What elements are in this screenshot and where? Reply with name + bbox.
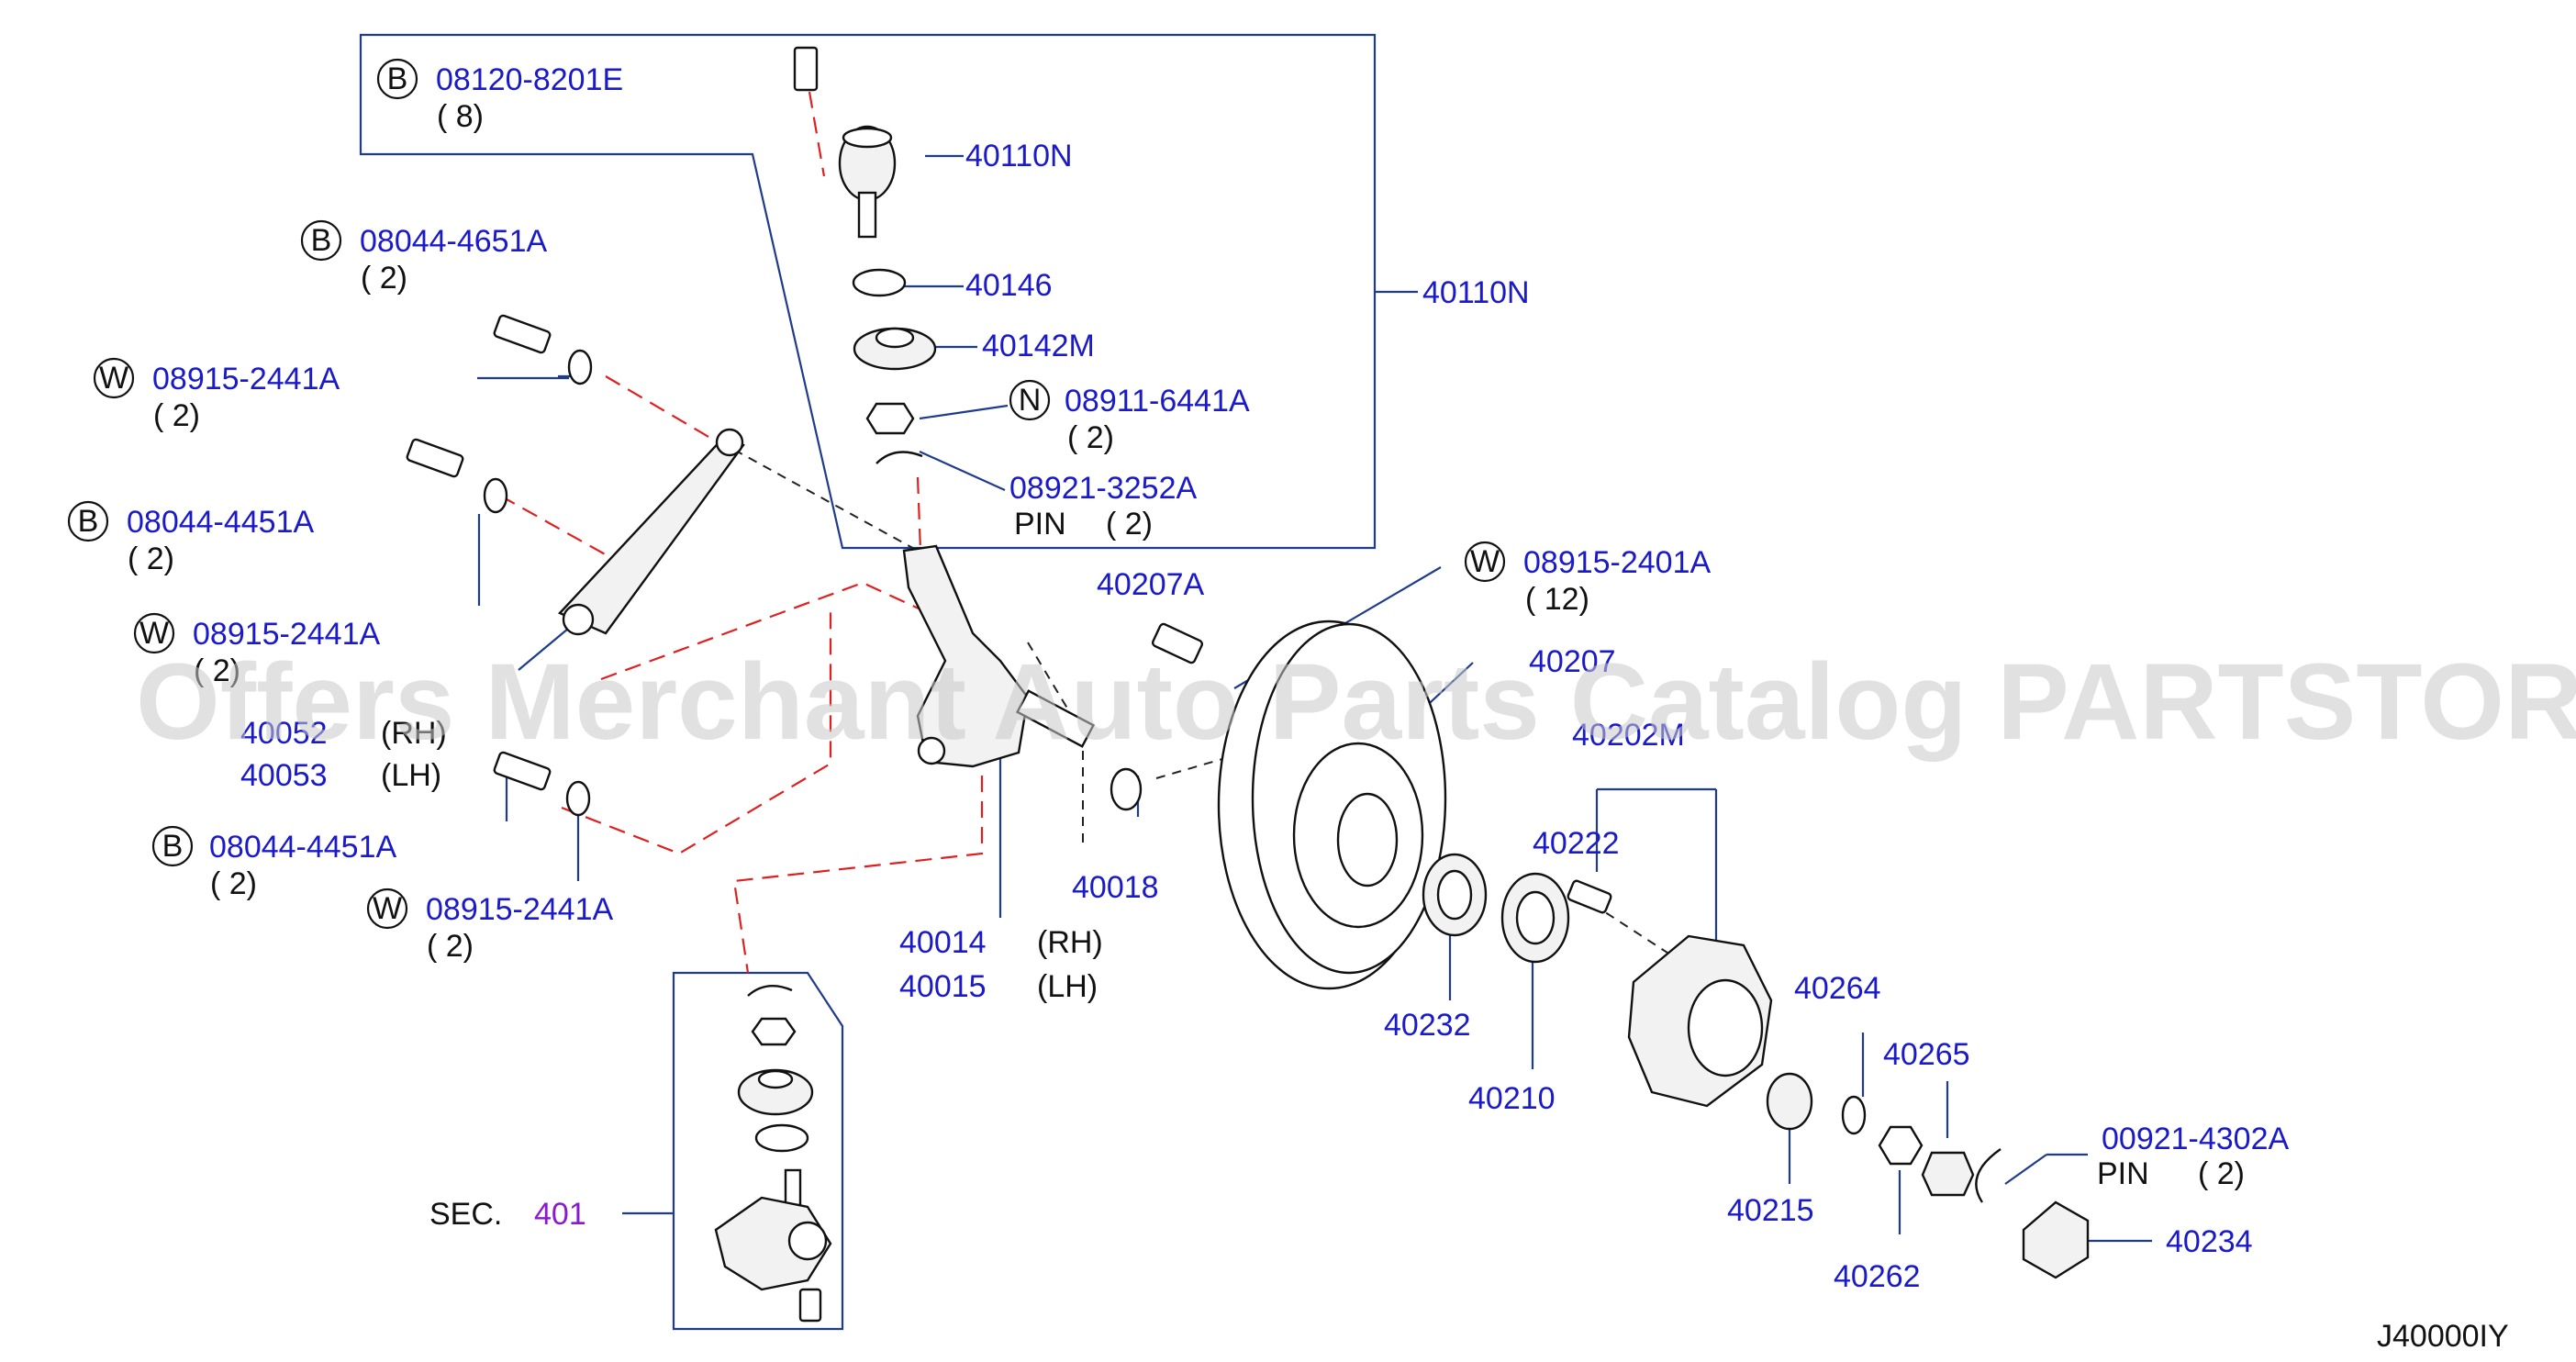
side-label: (RH) xyxy=(381,716,447,751)
section-401-frame xyxy=(672,971,844,1331)
quantity: ( 12) xyxy=(1525,582,1589,617)
w-badge-2 xyxy=(133,612,175,654)
ball-joint-callout-frame xyxy=(359,33,1377,550)
part-number[interactable]: 40232 xyxy=(1384,1008,1471,1043)
part-number[interactable]: 08915-2441A xyxy=(152,362,340,396)
part-number[interactable]: 08120-8201E xyxy=(436,62,623,97)
w-badge-letter: W xyxy=(99,361,128,396)
disc-rotor xyxy=(1217,620,1447,990)
part-number[interactable]: 40146 xyxy=(965,268,1053,303)
bolts-and-washers-left xyxy=(406,314,593,817)
part-labels: 08120-8201E ( 8) 40110N 40146 40110N 401… xyxy=(127,62,2290,1294)
part-number[interactable]: 40207A xyxy=(1097,567,1205,602)
pin-label: PIN xyxy=(2097,1156,2149,1191)
part-number[interactable]: 40222 xyxy=(1533,826,1620,861)
part-number[interactable]: 40015 xyxy=(899,969,987,1004)
b-badge-letter: B xyxy=(387,61,408,96)
quantity: ( 2) xyxy=(427,929,474,964)
part-number[interactable]: 40207 xyxy=(1529,644,1616,679)
w-badge-3 xyxy=(366,888,408,930)
part-number[interactable]: 40234 xyxy=(2166,1224,2253,1259)
w-badge-letter: W xyxy=(373,891,402,926)
part-number[interactable]: 00921-4302A xyxy=(2102,1122,2290,1156)
part-number[interactable]: 08915-2441A xyxy=(193,617,381,652)
part-number[interactable]: 40215 xyxy=(1727,1193,1814,1228)
part-number[interactable]: 40014 xyxy=(899,925,987,960)
b-badge-2 xyxy=(300,219,342,262)
part-number[interactable]: 40110N xyxy=(965,139,1073,173)
quantity: ( 2) xyxy=(153,398,200,433)
w-badge-letter: W xyxy=(139,616,169,651)
circle-badges: B B W B W B W N W xyxy=(67,58,1506,930)
quantity: ( 2) xyxy=(128,541,174,576)
part-number[interactable]: 40210 xyxy=(1468,1081,1556,1116)
b-badge-letter: B xyxy=(162,829,184,864)
part-number[interactable]: 40264 xyxy=(1794,971,1881,1006)
quantity: ( 8) xyxy=(437,99,484,134)
transverse-link xyxy=(557,428,745,636)
ball-joint-upper xyxy=(793,46,937,464)
part-number[interactable]: 08911-6441A xyxy=(1065,384,1250,419)
quantity: ( 2) xyxy=(2198,1156,2245,1191)
quantity: ( 2) xyxy=(1106,507,1153,541)
part-number[interactable]: 40053 xyxy=(240,758,328,793)
side-label: (LH) xyxy=(381,758,441,793)
part-number[interactable]: 08044-4451A xyxy=(209,830,397,865)
b-badge-4 xyxy=(151,825,194,867)
part-number[interactable]: 08044-4451A xyxy=(127,505,315,540)
side-label: (LH) xyxy=(1037,969,1098,1004)
quantity: ( 2) xyxy=(194,653,240,688)
part-number[interactable]: 08921-3252A xyxy=(1009,471,1198,506)
part-number[interactable]: 40142M xyxy=(982,329,1095,363)
part-number[interactable]: 40202M xyxy=(1572,718,1685,753)
b-badge-letter: B xyxy=(311,223,332,258)
pin-label: PIN xyxy=(1014,507,1066,541)
part-number[interactable]: 40018 xyxy=(1072,870,1159,905)
quantity: ( 2) xyxy=(361,261,407,296)
b-badge-3 xyxy=(67,500,109,542)
quantity: ( 2) xyxy=(210,866,257,901)
watermark: Offers Merchant Auto Parts Catalog PARTS… xyxy=(136,642,2576,763)
part-number[interactable]: 40262 xyxy=(1834,1259,1921,1294)
part-number[interactable]: 08044-4651A xyxy=(360,224,548,259)
steering-knuckle xyxy=(902,544,1204,811)
side-label: (RH) xyxy=(1037,925,1103,960)
w-badge-4 xyxy=(1464,541,1506,583)
part-number[interactable]: 08915-2401A xyxy=(1523,545,1712,580)
diagram-code: J40000IY xyxy=(2377,1319,2509,1354)
w-badge-1 xyxy=(93,357,135,399)
part-number[interactable]: 08915-2441A xyxy=(426,892,614,927)
part-number[interactable]: 40052 xyxy=(240,716,328,751)
quantity: ( 2) xyxy=(1067,420,1114,455)
n-badge-letter: N xyxy=(1019,383,1042,418)
b-badge-letter: B xyxy=(78,504,99,539)
part-number[interactable]: 40265 xyxy=(1883,1037,1970,1072)
section-prefix: SEC. xyxy=(429,1197,502,1232)
sec401-balljoint xyxy=(714,985,832,1323)
part-number[interactable]: 40110N xyxy=(1422,275,1530,310)
section-link[interactable]: 401 xyxy=(534,1197,586,1232)
hub-assembly xyxy=(1422,853,2090,1279)
w-badge-letter: W xyxy=(1470,544,1500,579)
n-badge xyxy=(1009,379,1051,421)
b-badge-1 xyxy=(376,58,418,100)
